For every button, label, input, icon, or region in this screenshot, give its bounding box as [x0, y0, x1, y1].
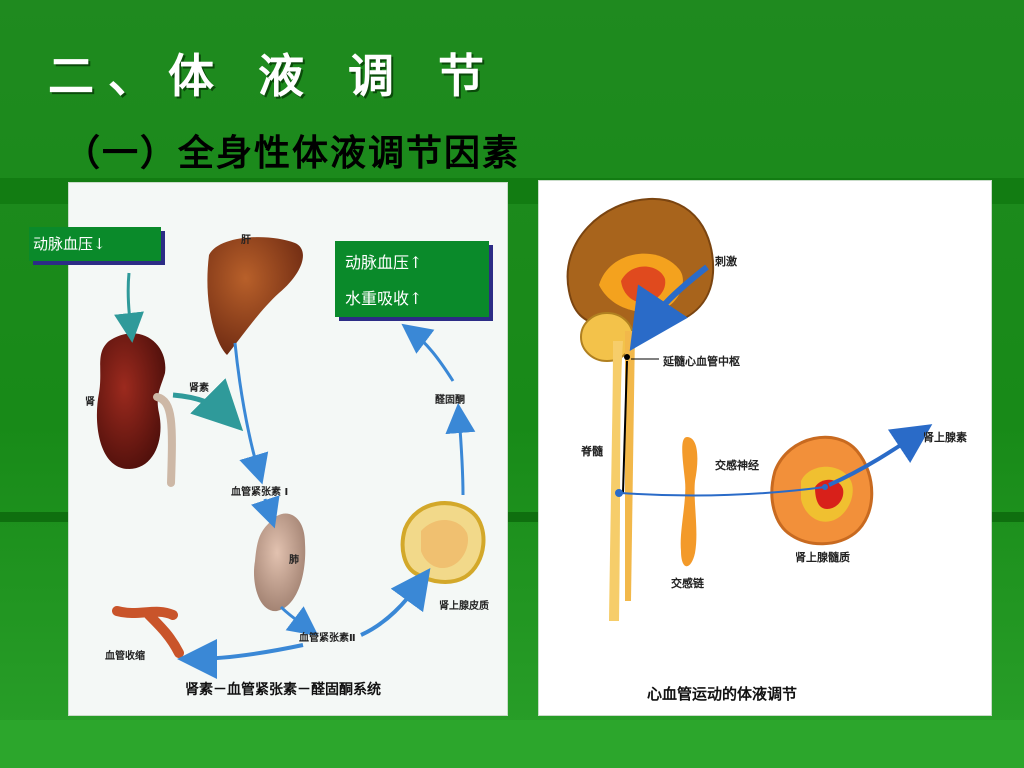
blood-vessel-shape: [112, 606, 184, 658]
sympathetic-chain-shape: [680, 437, 698, 567]
arterial-pressure-increase-text: 动脉血压↑: [345, 253, 423, 272]
label-liver: 肝: [241, 235, 251, 246]
label-adrenal-medulla: 肾上腺髓质: [795, 551, 850, 564]
water-reabsorption-increase-text: 水重吸收↑: [345, 289, 423, 308]
label-medulla-center: 延髓心血管中枢: [663, 355, 740, 368]
background-band-mid: [0, 512, 1024, 522]
background-band-bottom: [0, 720, 1024, 768]
arterial-pressure-decrease-box: 动脉血压↓: [29, 227, 161, 261]
raas-caption: 肾素－血管紧张素－醛固酮系统: [185, 682, 381, 698]
raas-diagram-art: [96, 237, 486, 679]
label-adrenal-cortex: 肾上腺皮质: [439, 601, 489, 612]
label-angiotensin-1: 血管紧张素 Ⅰ: [231, 487, 289, 498]
label-stimulus: 刺激: [715, 255, 737, 268]
label-sympathetic-nerve: 交感神经: [715, 459, 759, 472]
spinal-cord-shape: [625, 331, 635, 601]
label-aldosterone: 醛固酮: [435, 395, 465, 406]
liver-shape: [207, 237, 303, 355]
label-renin: 肾素: [189, 383, 209, 394]
label-lung: 肺: [289, 555, 299, 566]
cardiovascular-diagram-panel: 刺激 延髓心血管中枢 脊髓 交感神经 肾上腺素 交感链 肾上腺髓质 心血管运动的…: [538, 180, 992, 716]
label-spinal-cord: 脊髓: [581, 445, 603, 458]
label-angiotensin-2: 血管紧张素Ⅱ: [299, 633, 356, 644]
slide-subtitle: （一）全身性体液调节因素: [64, 132, 521, 174]
kidney-shape: [96, 333, 166, 469]
slide-title: 二、体 液 调 节: [48, 49, 499, 103]
cardiovascular-caption: 心血管运动的体液调节: [647, 685, 798, 703]
label-kidney: 肾: [85, 397, 95, 408]
arterial-pressure-decrease-text: 动脉血压↓: [33, 235, 106, 253]
label-vasoconstriction: 血管收缩: [105, 651, 145, 662]
label-sympathetic-chain: 交感链: [671, 577, 704, 590]
raas-diagram-panel: 动脉血压↓ 动脉血压↑ 水重吸收↑ 肝 肾 肾素 血管紧张素 Ⅰ 肺 血管紧张素…: [29, 182, 508, 716]
ureter-shape: [153, 393, 176, 487]
label-epinephrine: 肾上腺素: [923, 431, 967, 444]
lung-shape: [253, 513, 306, 612]
arterial-pressure-increase-box: 动脉血压↑ 水重吸收↑: [335, 241, 489, 317]
cardiovascular-diagram-art: [566, 197, 933, 621]
